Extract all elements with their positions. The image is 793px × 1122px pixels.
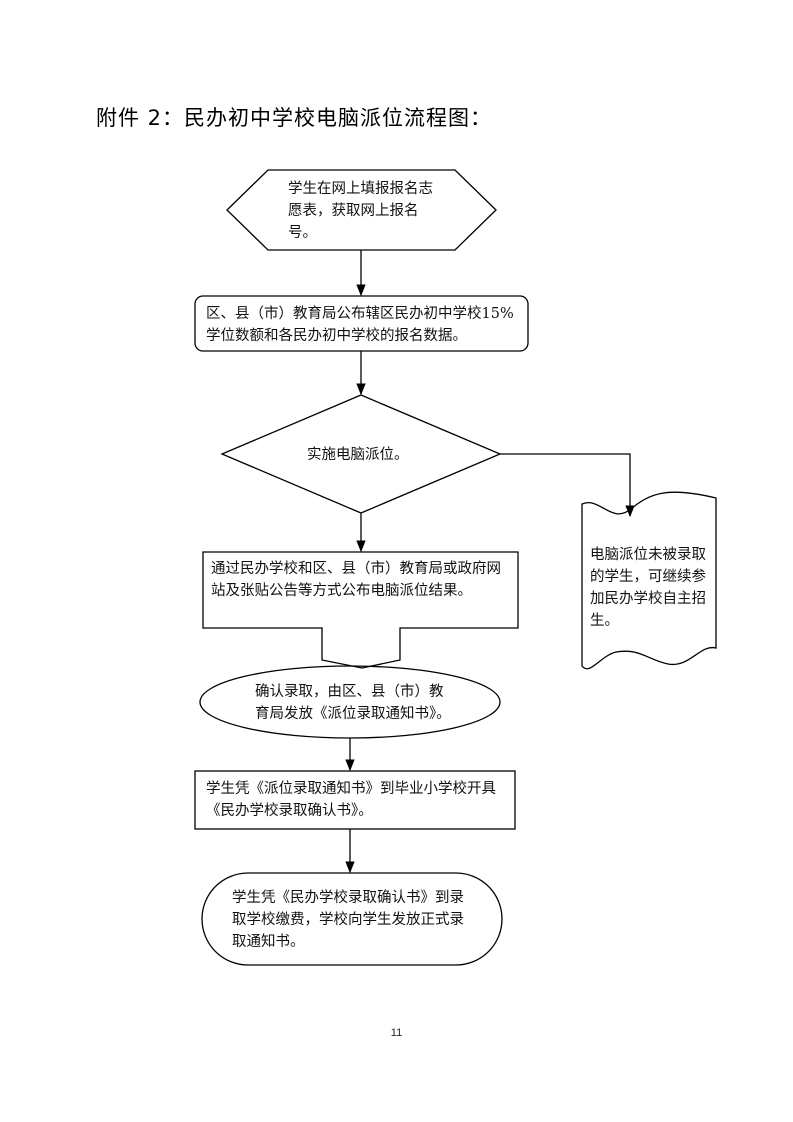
step-7-text: 学生凭《民办学校录取确认书》到录取学校缴费，学校向学生发放正式录取通知书。 [232,890,464,950]
publish-result-box [202,551,519,669]
step-4-text: 通过民办学校和区、县（市）教育局或政府网站及张贴公告等方式公布电脑派位结果。 [211,561,501,599]
side-branch-arrow [500,453,635,518]
side-note-text: 电脑派位未被录取的学生，可继续参加民办学校自主招生。 [590,547,706,629]
step-2-text: 区、县（市）教育局公布辖区民办初中学校15%学位数额和各民办初中学校的报名数据。 [206,306,514,344]
side-note-shape [581,491,717,670]
page-title: 附件 2：民办初中学校电脑派位流程图： [96,106,493,130]
certificate-box [194,770,516,830]
step-1-text: 学生在网上填报报名志愿表，获取网上报名号。 [288,181,433,241]
page-number: 11 [390,1027,403,1039]
step-5-text: 确认录取，由区、县（市）教育局发放《派位录取通知书》。 [255,684,451,722]
step-6-text: 学生凭《派位录取通知书》到毕业小学校开具《民办学校录取确认书》。 [206,781,496,819]
start-hexagon [226,169,497,251]
step-3-text: 实施电脑派位。 [307,447,409,463]
end-terminal [201,872,503,966]
